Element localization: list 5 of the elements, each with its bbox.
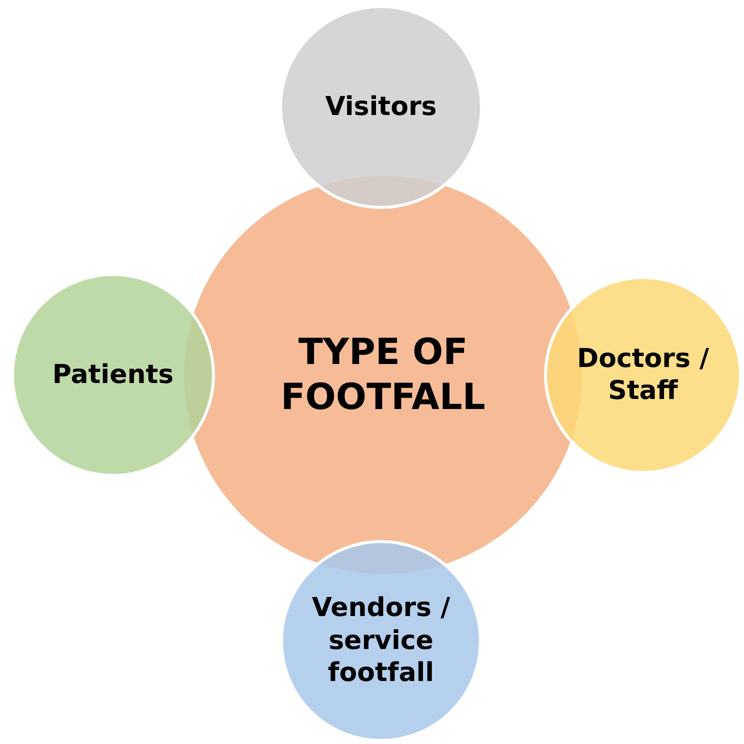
node-label: TYPE OF FOOTFALL (280, 331, 486, 420)
node-label: Doctors / Staff (576, 342, 710, 408)
node-label: Visitors (325, 90, 437, 124)
node-label: Patients (52, 358, 174, 392)
node-label: Vendors / service footfall (310, 592, 452, 690)
